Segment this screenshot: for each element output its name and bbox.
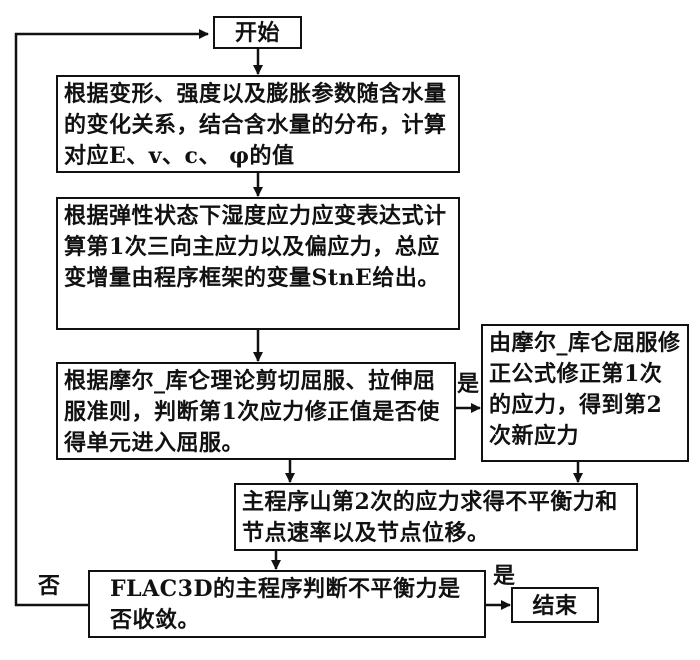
step3-node-text: 根据摩尔_库仑理论剪切屈服、拉伸屈服准则，判断第1次应力修正值是否使得单元进入屈… xyxy=(64,368,440,456)
step5-node-text: 主程序山第2次的应力求得不平衡力和节点速率以及节点位移。 xyxy=(242,489,618,546)
arrow-loop-back-to-start xyxy=(14,29,209,607)
step2-node-text: 根据弹性状态下湿度应力应变表达式计算第1次三向主应力以及偏应力，总应变增量由程序… xyxy=(64,203,447,291)
step3-node: 根据摩尔_库仑理论剪切屈服、拉伸屈服准则，判断第1次应力修正值是否使得单元进入屈… xyxy=(56,362,456,460)
start-node: 开始 xyxy=(213,16,302,49)
end-node: 结束 xyxy=(511,587,599,623)
start-node-label: 开始 xyxy=(234,20,280,46)
step6-node: FLAC3D的主程序判断不平衡力是否收敛。 xyxy=(88,570,486,638)
step4-node: 由摩尔_库仑屈服修正公式修正第1次的应力，得到第2次新应力 xyxy=(481,324,689,462)
step6-node-text: FLAC3D的主程序判断不平衡力是否收敛。 xyxy=(110,576,461,633)
step4-node-text: 由摩尔_库仑屈服修正公式修正第1次的应力，得到第2次新应力 xyxy=(489,330,681,449)
end-node-label: 结束 xyxy=(532,593,578,619)
converge-yes-label: 是 xyxy=(493,563,516,589)
step2-node: 根据弹性状态下湿度应力应变表达式计算第1次三向主应力以及偏应力，总应变增量由程序… xyxy=(56,197,460,330)
converge-no-label: 否 xyxy=(38,573,61,599)
step1-node: 根据变形、强度以及膨胀参数随含水量的变化关系，结合含水量的分布，计算对应E、v、… xyxy=(56,75,460,173)
step5-node: 主程序山第2次的应力求得不平衡力和节点速率以及节点位移。 xyxy=(234,483,638,551)
step1-node-text: 根据变形、强度以及膨胀参数随含水量的变化关系，结合含水量的分布，计算对应E、v、… xyxy=(64,81,447,169)
yield-yes-label: 是 xyxy=(457,371,480,397)
